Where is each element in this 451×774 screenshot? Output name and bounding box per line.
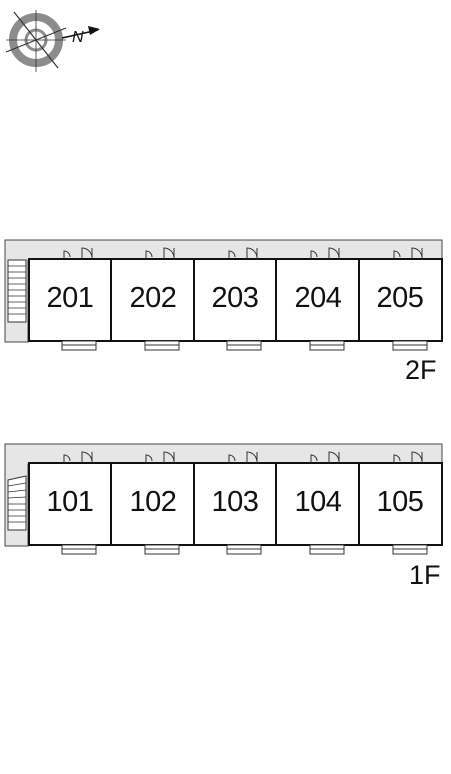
unit-105-label: 105	[376, 486, 424, 518]
compass-north-label: N	[72, 29, 84, 46]
floor-1-plan: 101 102 103 104 105 1F	[0, 442, 451, 612]
floor-label-2f: 2F	[405, 355, 437, 385]
unit-204-label: 204	[294, 282, 342, 314]
staircase	[7, 475, 27, 531]
unit-201-label: 201	[46, 282, 94, 314]
floor-2-building-outline	[4, 239, 443, 351]
unit-102-label: 102	[129, 486, 177, 518]
staircase	[7, 259, 27, 323]
unit-103-label: 103	[211, 486, 259, 518]
floor-1-building-outline	[4, 443, 443, 555]
unit-104-label: 104	[294, 486, 342, 518]
unit-202-label: 202	[129, 282, 177, 314]
compass-rose-icon: N	[5, 10, 100, 72]
floor-label-1f: 1F	[409, 560, 441, 590]
unit-203-label: 203	[211, 282, 259, 314]
floor-2-plan: 201 202 203 204 205 2F	[0, 238, 451, 408]
unit-205-label: 205	[376, 282, 424, 314]
compass: N	[0, 0, 110, 80]
unit-101-label: 101	[46, 486, 94, 518]
